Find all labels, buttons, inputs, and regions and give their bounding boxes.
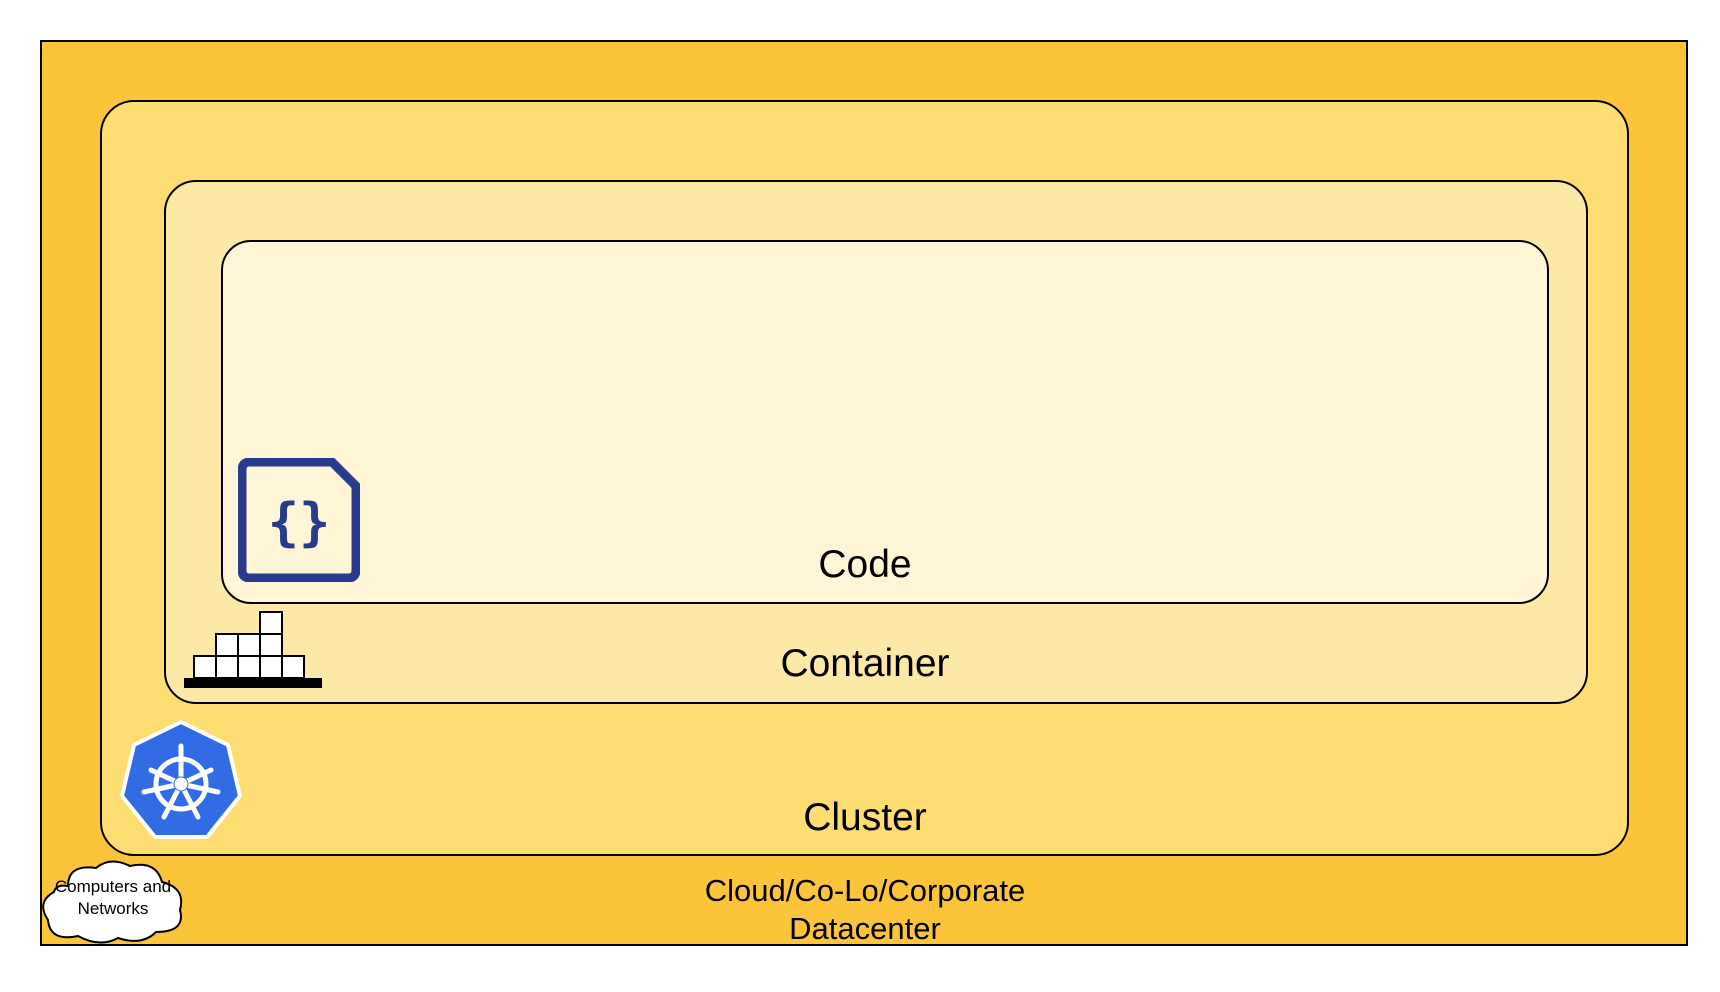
cloud-label: Computers and Networks (54, 877, 172, 918)
code-layer (221, 240, 1549, 604)
container-layer-label: Container (780, 642, 950, 685)
kubernetes-icon (120, 720, 242, 839)
datacenter-layer-label: Cloud/Co-Lo/Corporate Datacenter (704, 873, 1026, 946)
cluster-layer-label: Cluster (803, 796, 927, 839)
container-stack-icon (184, 611, 322, 688)
code-layer-label: Code (818, 543, 912, 586)
svg-text:{}: {} (268, 493, 331, 553)
cloud-icon (42, 860, 183, 944)
code-file-icon: {} (238, 458, 360, 582)
